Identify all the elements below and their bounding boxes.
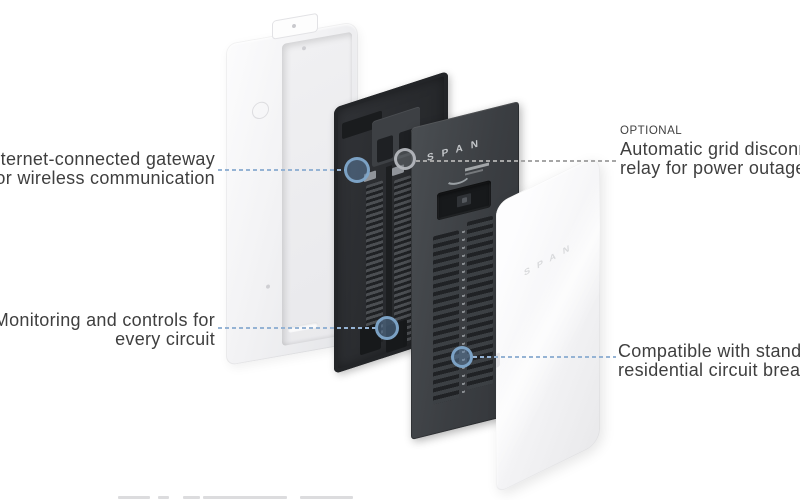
callout-eyebrow: OPTIONAL bbox=[620, 125, 683, 137]
cutoff-text-fragment bbox=[183, 496, 200, 499]
cover-sheen bbox=[496, 153, 600, 494]
panel-arc-detail bbox=[445, 165, 471, 188]
callout-line: residential circuit breakers bbox=[618, 360, 800, 380]
leader-line-relay bbox=[416, 160, 618, 162]
callout-monitoring: Monitoring and controls for every circui… bbox=[0, 311, 215, 349]
panel-window bbox=[437, 180, 491, 221]
cutoff-text-fragment bbox=[158, 496, 169, 499]
front-cover: SPAN bbox=[496, 153, 600, 494]
breaker-screw-dots bbox=[462, 230, 465, 396]
callout-line: relay for power outages bbox=[620, 158, 800, 178]
board-spine bbox=[386, 165, 392, 338]
callout-relay: OPTIONAL Automatic grid disconnect relay… bbox=[620, 125, 800, 178]
callout-marker-monitoring bbox=[375, 316, 399, 340]
callout-line: Compatible with standard bbox=[618, 341, 800, 361]
cutoff-text-fragment bbox=[203, 496, 287, 499]
callout-line: Monitoring and controls for bbox=[0, 310, 215, 330]
cutoff-text-fragment bbox=[118, 496, 150, 499]
callout-line: Automatic grid disconnect bbox=[620, 139, 800, 159]
leader-line-gateway bbox=[218, 169, 345, 171]
leader-line-breakers bbox=[473, 356, 616, 358]
callout-gateway: Internet-connected gateway for wireless … bbox=[0, 150, 215, 188]
breaker-column-left bbox=[433, 230, 459, 405]
screw-dot bbox=[266, 284, 270, 289]
enclosure-top-knockout bbox=[272, 12, 318, 40]
callout-breakers: Compatible with standard residential cir… bbox=[618, 342, 800, 380]
callout-line: for wireless communication bbox=[0, 168, 215, 188]
knockout-hole bbox=[292, 23, 296, 29]
callout-marker-relay bbox=[394, 148, 416, 170]
enclosure-side-knockout bbox=[252, 100, 269, 121]
callout-marker-breakers bbox=[451, 346, 473, 368]
callout-line: Internet-connected gateway bbox=[0, 149, 215, 169]
leader-line-monitoring bbox=[218, 327, 376, 329]
cutoff-text-fragment bbox=[300, 496, 353, 499]
breaker-column-right bbox=[467, 215, 493, 391]
callout-marker-gateway bbox=[344, 157, 370, 183]
mechanism-claw bbox=[377, 134, 393, 164]
callout-line: every circuit bbox=[115, 329, 215, 349]
